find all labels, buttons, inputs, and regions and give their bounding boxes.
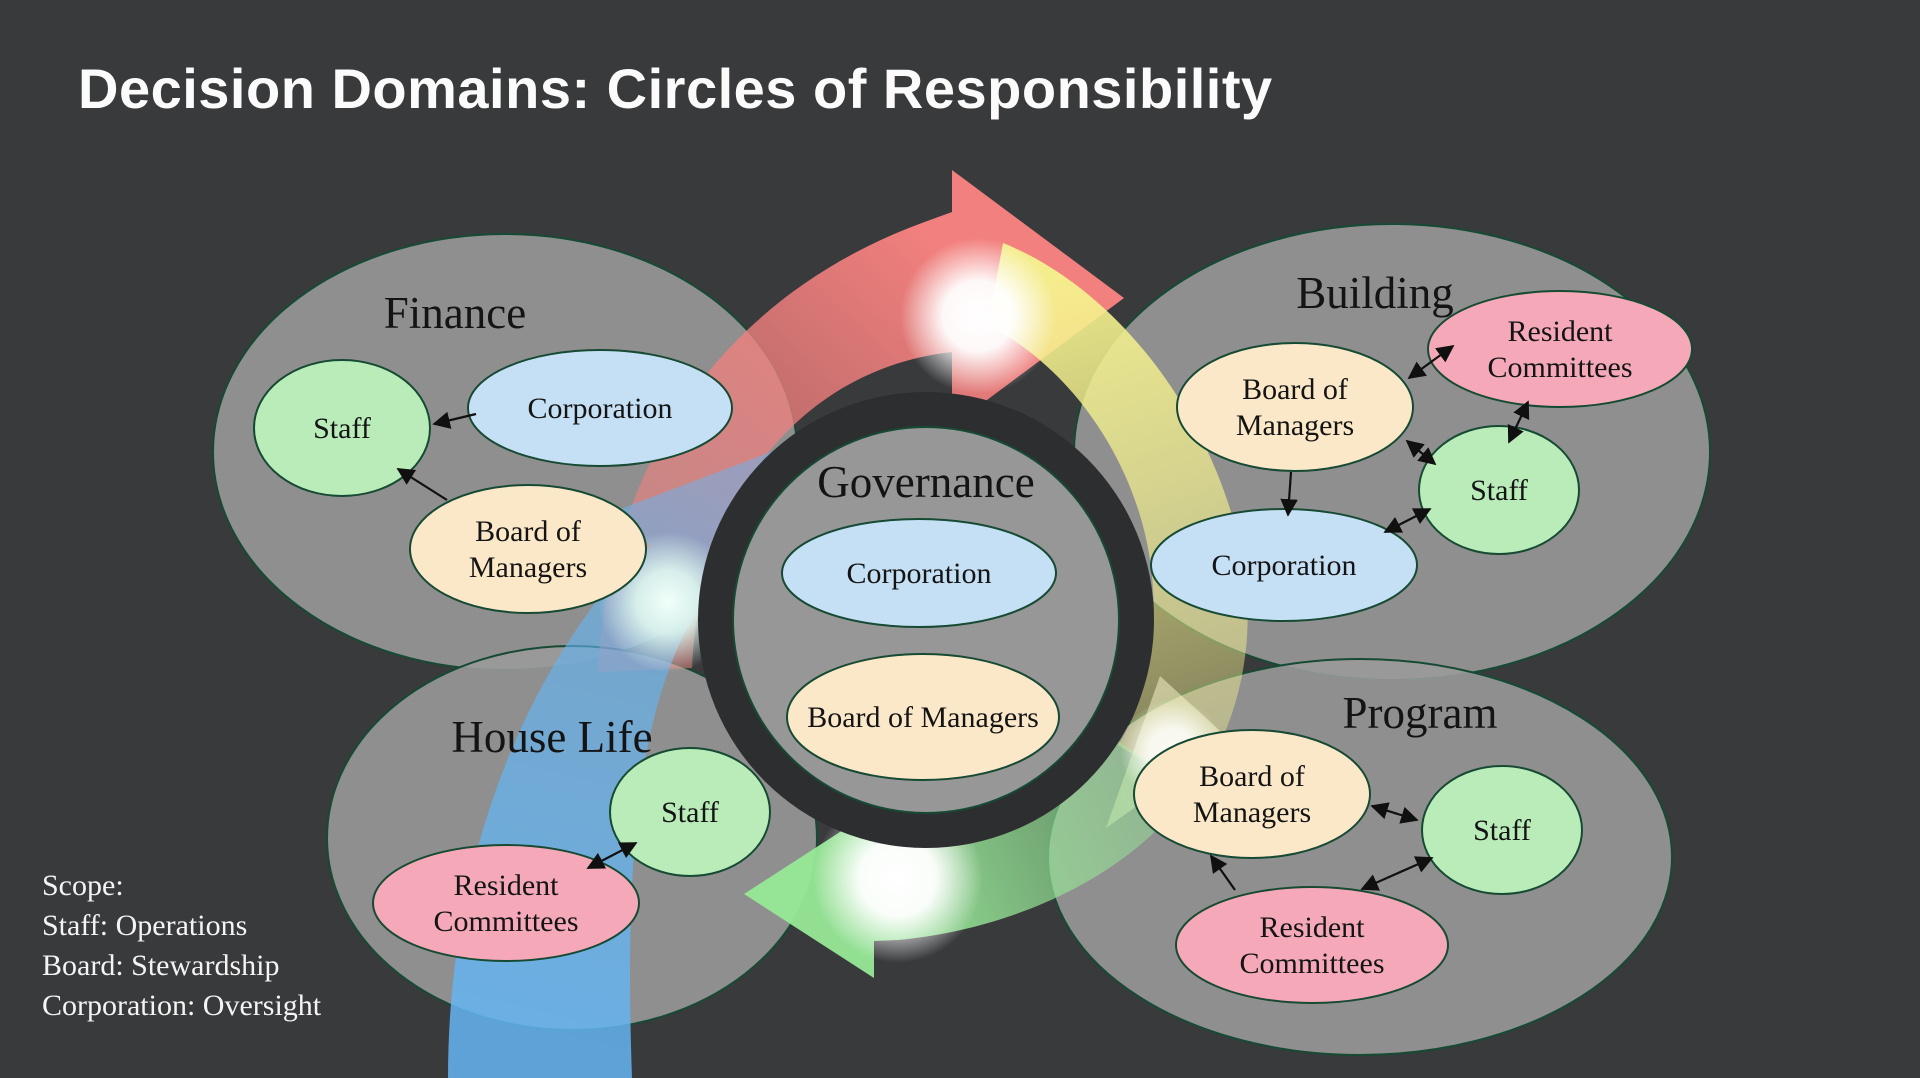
node-house-life-staff [609,747,771,877]
flow-glow [900,238,1056,394]
node-finance-corporation [467,349,733,467]
relation-arrow-finance [396,468,448,501]
slide-title: Decision Domains: Circles of Responsibil… [78,57,1273,120]
flow-band-yellow [988,243,1248,792]
node-building-resident [1427,290,1693,408]
node-house-life-resident [372,844,640,962]
node-governance-board [786,653,1060,781]
scope-heading: Scope: [42,869,124,902]
relation-arrow-building [1383,508,1432,533]
node-house-life-staff-label: Staff [661,796,719,829]
relation-arrow-program [1209,854,1236,891]
node-program-staff [1421,765,1583,895]
node-building-corporation-label: Corporation [1212,549,1357,582]
relation-arrow-program [1360,856,1434,891]
node-finance-staff [253,359,431,497]
node-building-board [1176,342,1414,472]
domain-governance-label: Governance [817,457,1034,507]
node-program-staff-label: Staff [1473,814,1531,847]
node-program-resident [1175,886,1449,1004]
domain-house-life-label: House Life [451,712,652,762]
relation-arrow-house-life [586,842,638,869]
relation-arrow-building [1405,439,1437,466]
domain-program-label: Program [1343,688,1498,738]
node-finance-board [409,484,647,614]
node-finance-staff-label: Staff [313,412,371,445]
node-finance-corporation-label: Corporation [528,392,673,425]
domain-building-label: Building [1296,268,1454,318]
domain-finance-label: Finance [384,288,526,338]
scope-line-staff: Staff: Operations [42,909,248,942]
node-governance-board-label: Board of Managers [807,701,1039,734]
relation-arrow-building [1507,400,1530,444]
scope-line-board: Board: Stewardship [42,949,280,982]
relation-arrow-building [1407,344,1455,380]
node-building-staff [1418,425,1580,555]
scope-line-corporation: Corporation: Oversight [42,989,322,1022]
scope-legend: Scope: Staff: Operations Board: Stewards… [42,866,321,1026]
node-governance-corporation-label: Corporation [847,557,992,590]
node-governance-corporation [781,518,1057,628]
relation-arrow-finance [432,411,477,429]
node-program-board [1133,729,1371,859]
relation-arrow-program [1370,802,1419,824]
node-building-staff-label: Staff [1470,474,1528,507]
relation-arrow-building [1280,471,1298,517]
